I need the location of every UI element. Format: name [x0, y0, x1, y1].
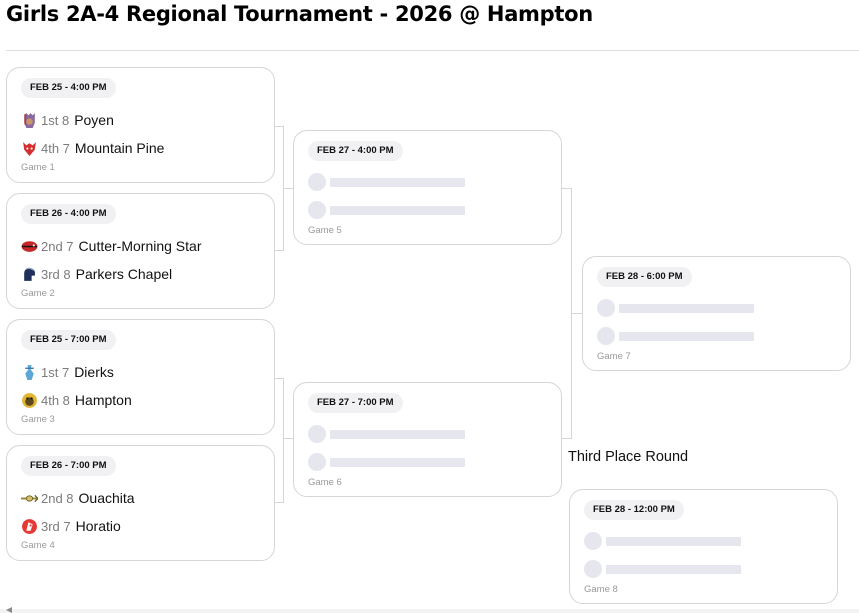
game-date-badge: FEB 27 - 4:00 PM	[308, 141, 403, 161]
team-row[interactable]: 1st 8 Poyen	[21, 110, 114, 130]
scroll-left-icon[interactable]	[6, 607, 12, 613]
placeholder-logo-icon	[308, 201, 326, 219]
game-label: Game 2	[21, 288, 55, 299]
arrow-icon	[21, 490, 38, 507]
connector	[274, 126, 283, 127]
tbd-team-slot	[597, 327, 754, 345]
team-name: Hampton	[74, 392, 132, 408]
indian-head-icon	[21, 112, 38, 129]
spartan-helmet-icon	[21, 266, 38, 283]
team-row[interactable]: 1st 7 Dierks	[21, 362, 114, 382]
team-seed: 1st 8	[41, 112, 70, 128]
game-card-5[interactable]: FEB 27 - 4:00 PM Game 5	[293, 130, 562, 245]
placeholder-name-bar	[330, 205, 465, 215]
placeholder-name-bar	[330, 177, 465, 187]
game-date-badge: FEB 25 - 7:00 PM	[21, 330, 116, 350]
game-label: Game 7	[597, 351, 631, 362]
connector	[283, 188, 293, 189]
horizontal-scrollbar[interactable]	[0, 609, 859, 613]
tbd-team-slot	[308, 425, 465, 443]
game-card-7[interactable]: FEB 28 - 6:00 PM Game 7	[582, 256, 851, 371]
title-divider	[6, 50, 859, 51]
game-card-4[interactable]: FEB 26 - 7:00 PM 2nd 8 Ouachita 3rd 7 Ho…	[6, 445, 275, 561]
team-seed: 4th 7	[41, 140, 70, 156]
game-date-badge: FEB 28 - 12:00 PM	[584, 500, 684, 520]
team-name: Parkers Chapel	[75, 266, 173, 282]
game-date-badge: FEB 28 - 6:00 PM	[597, 267, 692, 287]
team-name: Poyen	[74, 112, 114, 128]
placeholder-logo-icon	[308, 425, 326, 443]
placeholder-name-bar	[606, 536, 741, 546]
tbd-team-slot	[308, 201, 465, 219]
connector	[274, 250, 283, 251]
game-card-8[interactable]: FEB 28 - 12:00 PM Game 8	[569, 489, 838, 604]
game-card-3[interactable]: FEB 25 - 7:00 PM 1st 7 Dierks 4th 8 Hamp…	[6, 319, 275, 435]
placeholder-logo-icon	[597, 299, 615, 317]
team-name: Dierks	[74, 364, 114, 380]
game-card-2[interactable]: FEB 26 - 4:00 PM 2nd 7 Cutter-Morning St…	[6, 193, 275, 309]
team-row[interactable]: 4th 7 Mountain Pine	[21, 138, 164, 158]
red-mascot-icon	[21, 518, 38, 535]
connector	[274, 378, 283, 379]
team-seed: 3rd 7	[41, 518, 71, 534]
bulldog-icon	[21, 392, 38, 409]
placeholder-logo-icon	[597, 327, 615, 345]
red-devil-icon	[21, 140, 38, 157]
team-row[interactable]: 2nd 7 Cutter-Morning Star	[21, 236, 201, 256]
connector	[283, 438, 293, 439]
game-card-6[interactable]: FEB 27 - 7:00 PM Game 6	[293, 382, 562, 497]
team-seed: 3rd 8	[41, 266, 71, 282]
third-place-round-heading: Third Place Round	[568, 449, 689, 465]
placeholder-logo-icon	[308, 453, 326, 471]
connector	[274, 502, 283, 503]
team-row[interactable]: 2nd 8 Ouachita	[21, 488, 135, 508]
team-name: Horatio	[75, 518, 121, 534]
page-title: Girls 2A-4 Regional Tournament - 2026 @ …	[6, 2, 593, 26]
team-seed: 4th 8	[41, 392, 70, 408]
team-row[interactable]: 4th 8 Hampton	[21, 390, 132, 410]
placeholder-logo-icon	[308, 173, 326, 191]
placeholder-name-bar	[619, 303, 754, 313]
team-name: Ouachita	[78, 490, 135, 506]
team-seed: 2nd 7	[41, 238, 74, 254]
game-label: Game 3	[21, 414, 55, 425]
placeholder-logo-icon	[584, 560, 602, 578]
placeholder-name-bar	[606, 564, 741, 574]
game-card-1[interactable]: FEB 25 - 4:00 PM 1st 8 Poyen 4th 7 Mount…	[6, 67, 275, 183]
team-name: Mountain Pine	[74, 140, 165, 156]
team-seed: 2nd 8	[41, 490, 74, 506]
outlaw-icon	[21, 364, 38, 381]
team-row[interactable]: 3rd 7 Horatio	[21, 516, 121, 536]
game-date-badge: FEB 25 - 4:00 PM	[21, 78, 116, 98]
game-date-badge: FEB 26 - 7:00 PM	[21, 456, 116, 476]
connector	[562, 438, 571, 439]
game-label: Game 1	[21, 162, 55, 173]
team-row[interactable]: 3rd 8 Parkers Chapel	[21, 264, 172, 284]
tbd-team-slot	[308, 173, 465, 191]
game-date-badge: FEB 26 - 4:00 PM	[21, 204, 116, 224]
game-label: Game 6	[308, 477, 342, 488]
team-name: Cutter-Morning Star	[78, 238, 202, 254]
eagle-icon	[21, 238, 38, 255]
tbd-team-slot	[584, 560, 741, 578]
tbd-team-slot	[584, 532, 741, 550]
team-seed: 1st 7	[41, 364, 70, 380]
tbd-team-slot	[597, 299, 754, 317]
game-label: Game 4	[21, 540, 55, 551]
game-label: Game 5	[308, 225, 342, 236]
placeholder-name-bar	[619, 331, 754, 341]
placeholder-name-bar	[330, 429, 465, 439]
placeholder-name-bar	[330, 457, 465, 467]
placeholder-logo-icon	[584, 532, 602, 550]
game-label: Game 8	[584, 584, 618, 595]
connector	[283, 378, 284, 503]
tbd-team-slot	[308, 453, 465, 471]
game-date-badge: FEB 27 - 7:00 PM	[308, 393, 403, 413]
connector	[562, 188, 571, 189]
connector	[571, 313, 582, 314]
